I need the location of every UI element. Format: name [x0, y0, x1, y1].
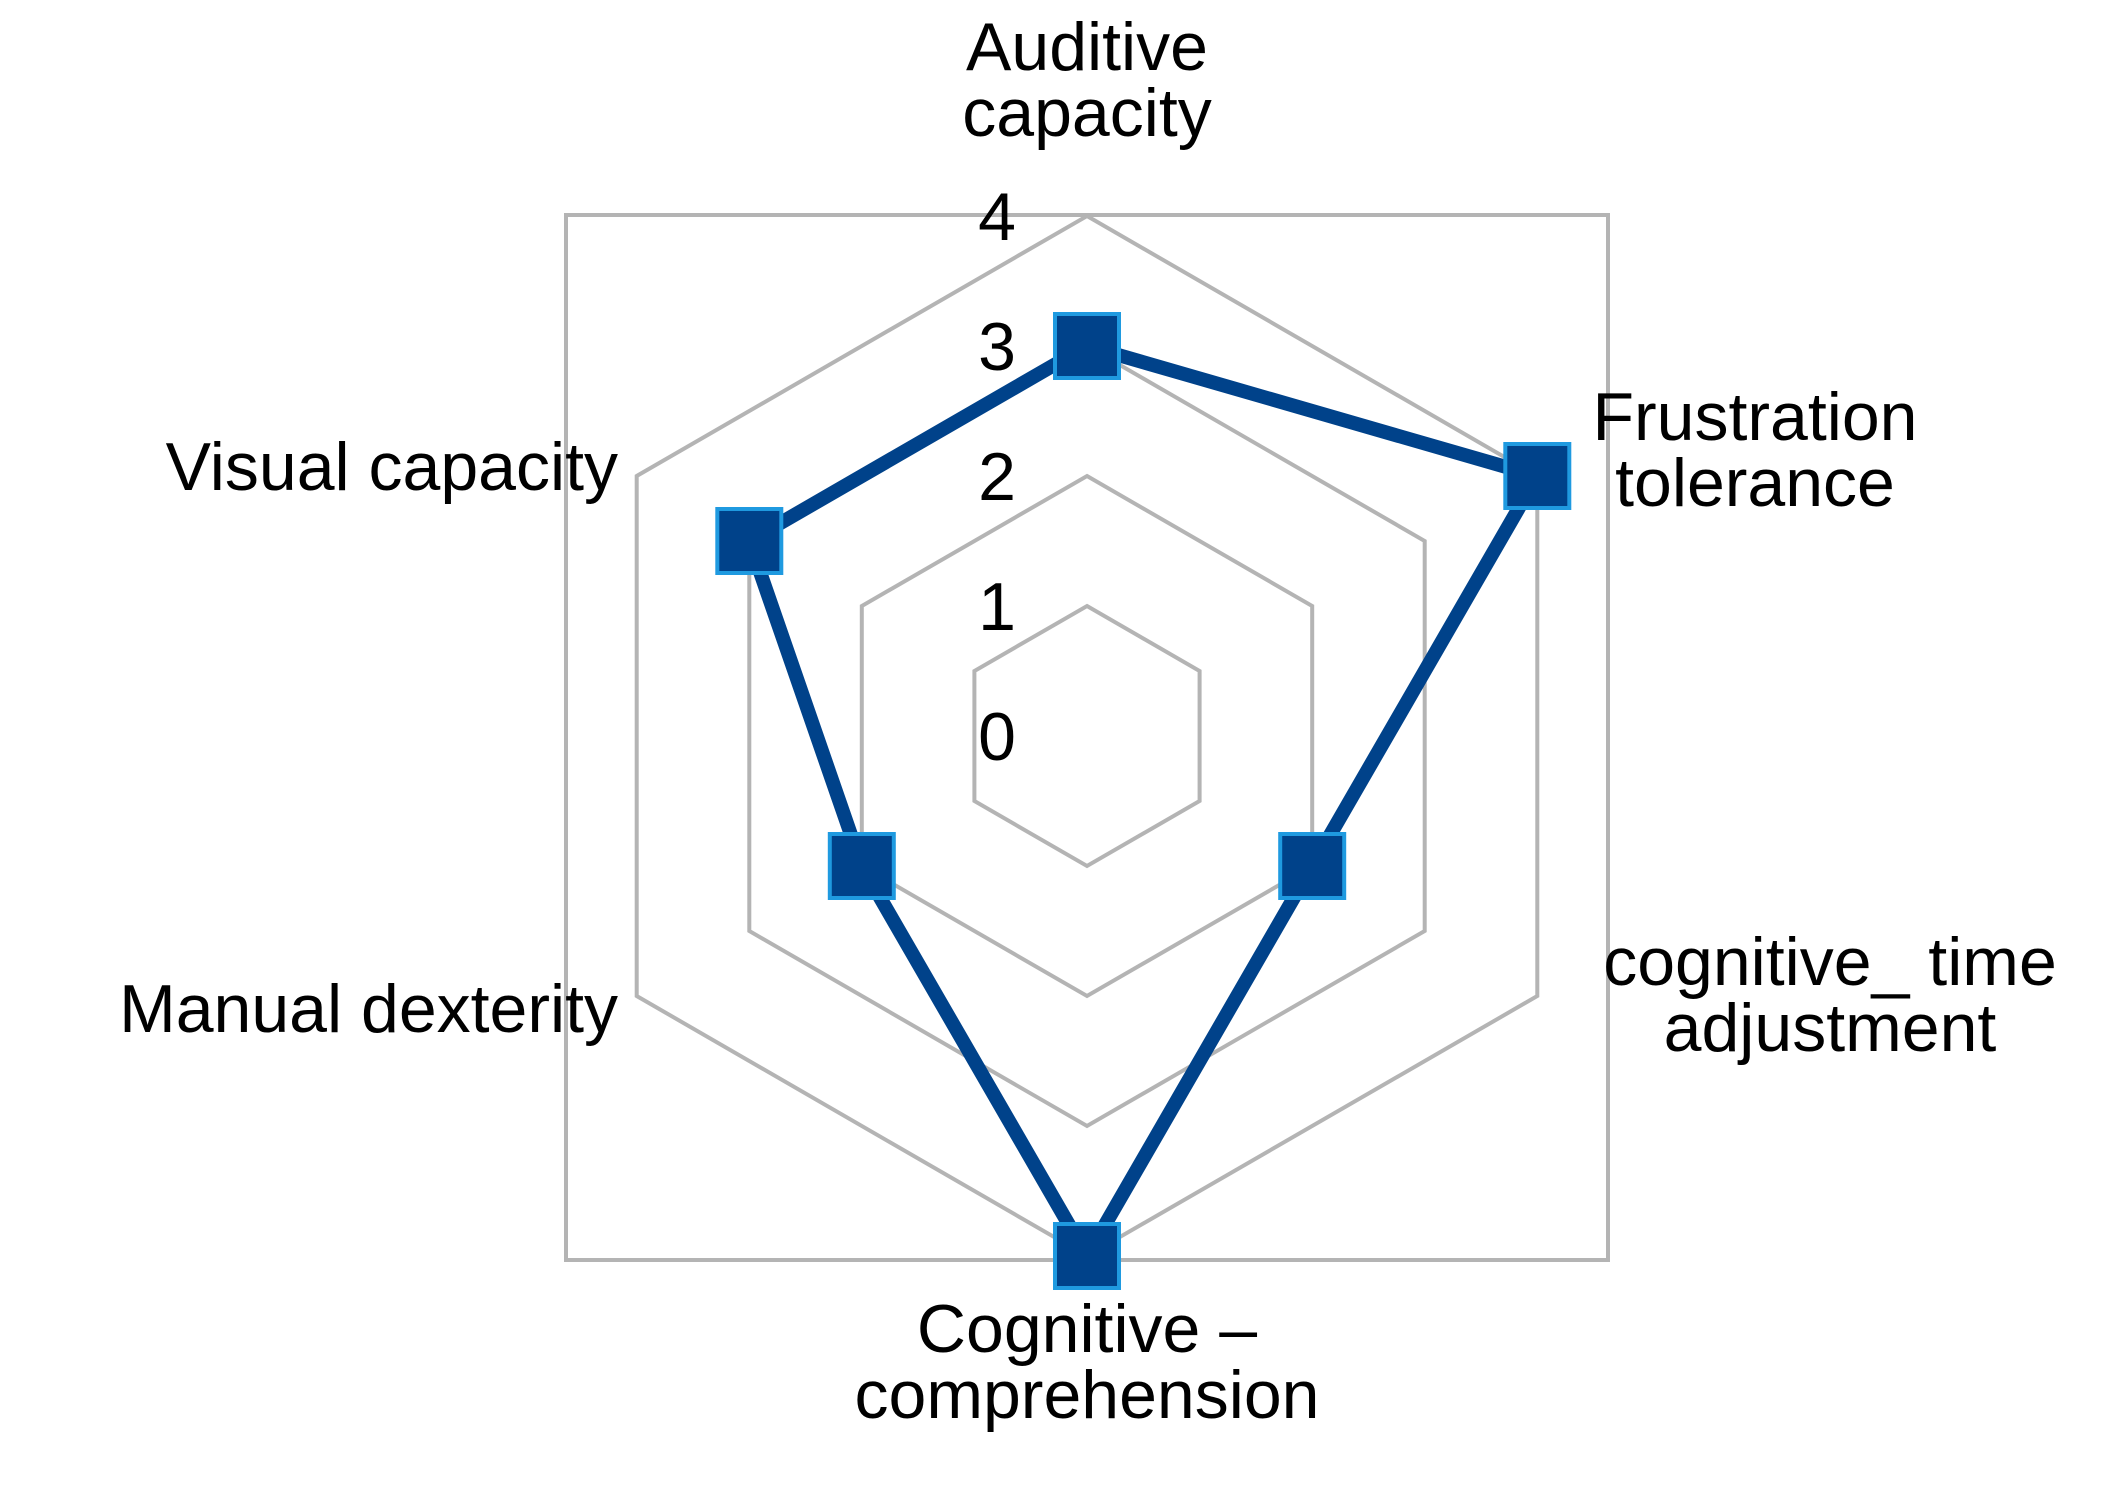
data-point-marker-3 [1053, 1222, 1121, 1290]
data-point-marker-0 [1053, 312, 1121, 380]
grid-ring-1 [972, 603, 1202, 869]
tick-label-0: 0 [978, 699, 1016, 775]
data-point-marker-4 [827, 832, 896, 900]
tick-label-4: 4 [978, 179, 1016, 255]
data-point-marker-2 [1278, 832, 1347, 900]
tick-label-2: 2 [978, 439, 1016, 515]
data-point-marker-1 [1503, 442, 1572, 510]
tick-label-1: 1 [978, 569, 1016, 645]
radial-tick-labels: 0 1 2 3 4 [978, 179, 1016, 775]
category-label-3: Cognitive –comprehension [855, 1291, 1320, 1433]
data-point-marker-5 [715, 507, 784, 575]
tick-label-3: 3 [978, 309, 1016, 385]
category-label-4: Manual dexterity [119, 971, 618, 1047]
grid-ring-3 [747, 343, 1427, 1129]
series-layer [715, 312, 1572, 1290]
series-line [742, 339, 1545, 1263]
category-label-5: Visual capacity [166, 429, 618, 505]
grid-ring-2 [859, 473, 1315, 999]
